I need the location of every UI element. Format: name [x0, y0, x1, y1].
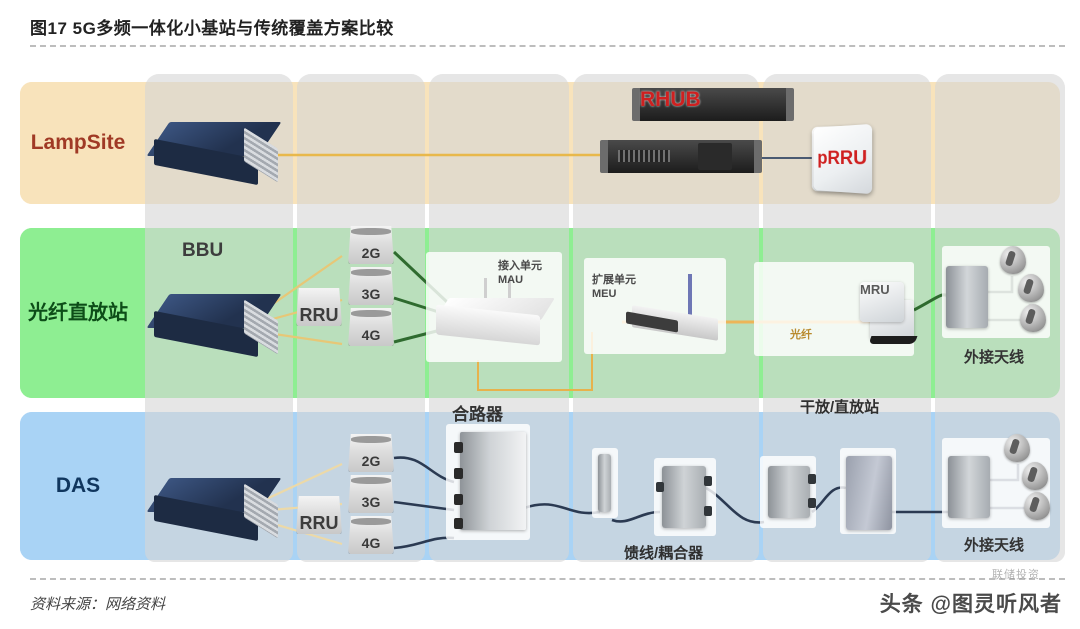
fiber-antenna-label: 外接天线 [964, 349, 1025, 366]
lampsite-bbu-device [146, 122, 282, 186]
das-rru-3g-label: 3G [361, 494, 381, 510]
watermark-handle: 头条 @图灵听风者 [879, 593, 1062, 616]
fiber-rru-label: RRU [296, 288, 342, 326]
das-rru-stack: 2G 3G 4G [348, 434, 394, 557]
das-antenna-2 [1022, 462, 1048, 490]
combiner-device [454, 432, 526, 530]
watermark-faint: 联储投资 [992, 569, 1040, 581]
repeater-inline-device [768, 466, 816, 518]
repeater-device [846, 456, 892, 530]
row-label-fiber-repeater: 光纤直放站 [20, 228, 136, 398]
das-rru-4g-label: 4G [361, 535, 381, 551]
title-divider [30, 45, 1065, 47]
fiber-bbu-label: BBU [182, 240, 224, 261]
fiber-rru-2g: 2G [348, 226, 394, 264]
das-rru-4g: 4G [348, 516, 394, 554]
das-rru-label: RRU [296, 496, 342, 534]
das-antenna-3 [1024, 492, 1050, 520]
fiber-rru-4g-label: 4G [361, 327, 381, 343]
fiber-antenna-2 [1018, 274, 1044, 302]
source-note: 资料来源：网络资料 [30, 596, 166, 613]
fiber-antenna-splitter [946, 266, 988, 328]
combiner-label: 合路器 [452, 405, 503, 424]
row-label-fiber-text: 光纤直放站 [28, 302, 128, 324]
fiber-rru-3g-label: 3G [361, 286, 381, 302]
prru-device: pRRU [811, 123, 873, 195]
fiber-bbu-device [146, 294, 282, 358]
coupler-device [656, 466, 712, 528]
das-antenna-splitter [948, 456, 990, 518]
fiber-rru-3g: 3G [348, 267, 394, 305]
diagram-canvas: LampSite 光纤直放站 DAS [12, 60, 1068, 565]
fiber-rru-4g: 4G [348, 308, 394, 346]
row-label-das: DAS [20, 412, 136, 560]
fiber-optic-tag: 光纤 [790, 329, 812, 341]
meu-device [626, 274, 730, 348]
repeater-label: 干放/直放站 [800, 399, 880, 416]
rhub-label: RHUB [632, 88, 794, 121]
row-label-lampsite: LampSite [20, 82, 136, 204]
das-rru-2g-label: 2G [361, 453, 381, 469]
coupler-label: 馈线/耦合器 [624, 545, 704, 562]
rhub-device [600, 140, 762, 173]
das-rru-3g: 3G [348, 475, 394, 513]
fiber-antenna-3 [1020, 304, 1046, 332]
figure-title: 图17 5G多频一体化小基站与传统覆盖方案比较 [30, 19, 394, 38]
mru-label: MRU [860, 282, 904, 322]
das-rru-2g: 2G [348, 434, 394, 472]
das-bbu-device [146, 478, 282, 542]
fiber-rru-2g-label: 2G [361, 245, 381, 261]
mau-device [435, 278, 555, 350]
das-antenna-label: 外接天线 [964, 537, 1025, 554]
prru-label: pRRU [813, 123, 873, 195]
fiber-rru-stack: 2G 3G 4G [348, 226, 394, 349]
feeder-inline-device [598, 454, 611, 512]
das-antenna-1 [1004, 434, 1030, 462]
source-divider [30, 578, 1065, 580]
fiber-antenna-1 [1000, 246, 1026, 274]
